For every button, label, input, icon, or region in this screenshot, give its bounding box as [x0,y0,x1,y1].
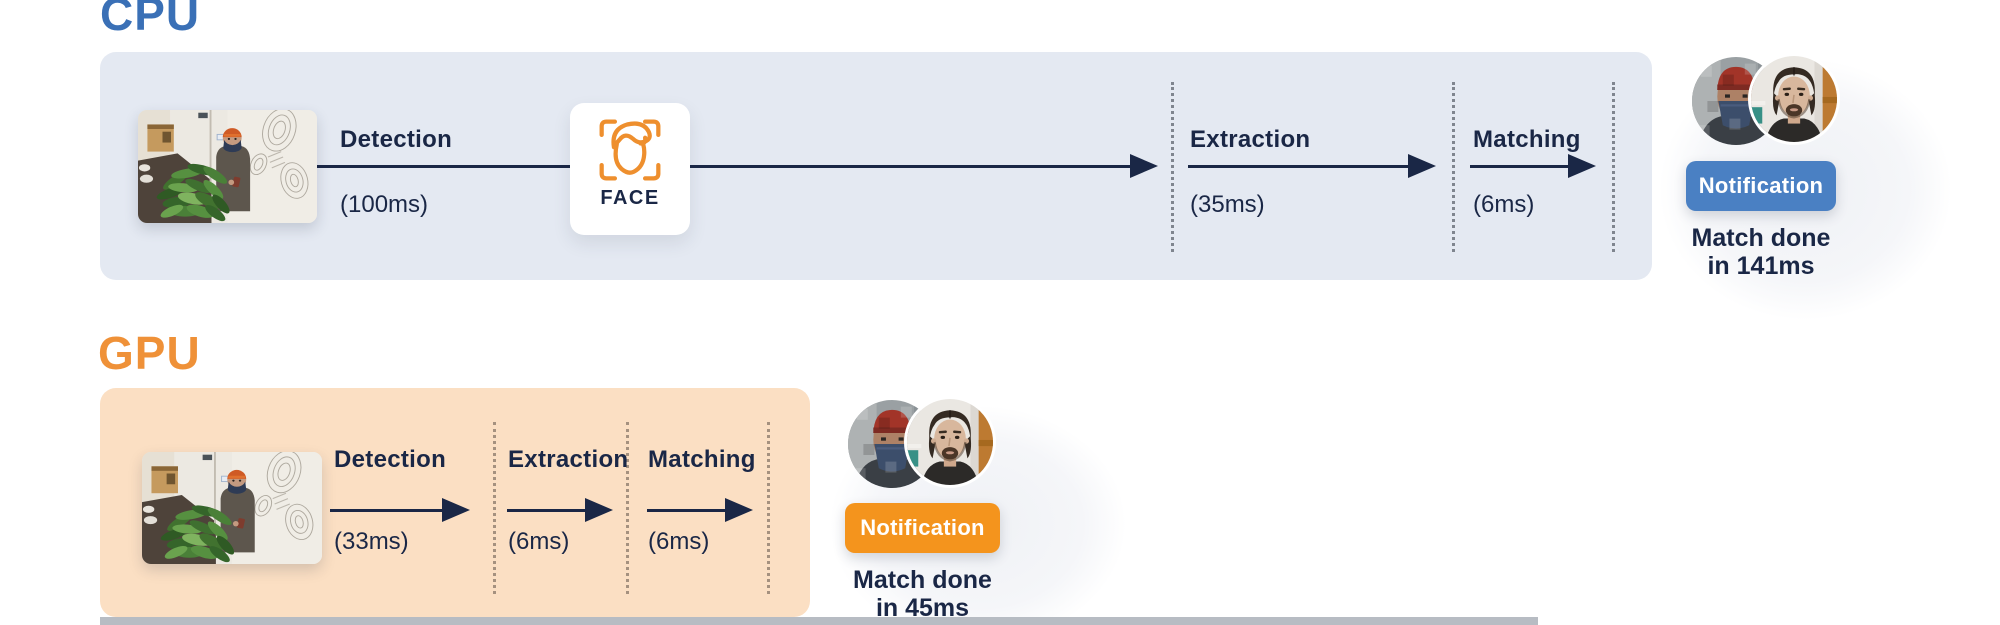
gpu-step-label-detection: Detection [334,446,447,473]
cpu-step-label-detection: Detection [340,126,453,153]
gpu-step-time-extraction: (6ms) [508,528,570,555]
gpu-match-result-line1: Match done [853,566,992,594]
detection-arrow [330,498,470,522]
matching-arrow [647,498,753,522]
stage-separator [1452,82,1455,252]
cctv-scene-graphic [142,452,322,564]
extraction-arrow [507,498,613,522]
gpu-notification-button[interactable]: Notification [845,503,1000,553]
cpu-match-result: Match done in 141ms [1641,224,1881,280]
face-engine-box: FACE [570,103,690,235]
gpu-step-label-matching: Matching [648,446,756,473]
face-scan-icon [599,119,661,181]
cctv-scene-graphic [138,110,317,223]
cpu-step-label-extraction: Extraction [1190,126,1311,153]
stage-separator [767,422,770,594]
cpu-match-result-line1: Match done [1691,224,1831,252]
gpu-section-title: GPU [98,327,201,379]
face-box-label: FACE [600,187,660,209]
cpu-section-title: CPU [100,0,201,40]
cpu-step-time-detection: (100ms) [340,191,429,218]
matching-arrow [1470,154,1596,178]
reference-face-avatar [1748,53,1840,145]
cpu-step-label-matching: Matching [1473,126,1581,153]
detection-flow-line [317,165,570,168]
gpu-step-time-detection: (33ms) [334,528,409,555]
cctv-frame-image [138,110,317,223]
cpu-step-time-extraction: (35ms) [1190,191,1265,218]
cpu-match-result-line2: in 141ms [1707,252,1815,280]
gpu-match-result: Match done in 45ms [800,566,1045,622]
detection-arrow [690,154,1158,178]
cropped-next-section [100,617,1538,625]
cpu-step-time-matching: (6ms) [1473,191,1535,218]
cpu-notification-button[interactable]: Notification [1686,161,1836,211]
reference-face-avatar [904,396,996,488]
cctv-frame-image [142,452,322,564]
gpu-step-label-extraction: Extraction [508,446,629,473]
stage-separator [1171,82,1174,252]
gpu-step-time-matching: (6ms) [648,528,710,555]
stage-separator [493,422,496,594]
stage-separator [626,422,629,594]
stage-separator [1612,82,1615,252]
extraction-arrow [1188,154,1436,178]
